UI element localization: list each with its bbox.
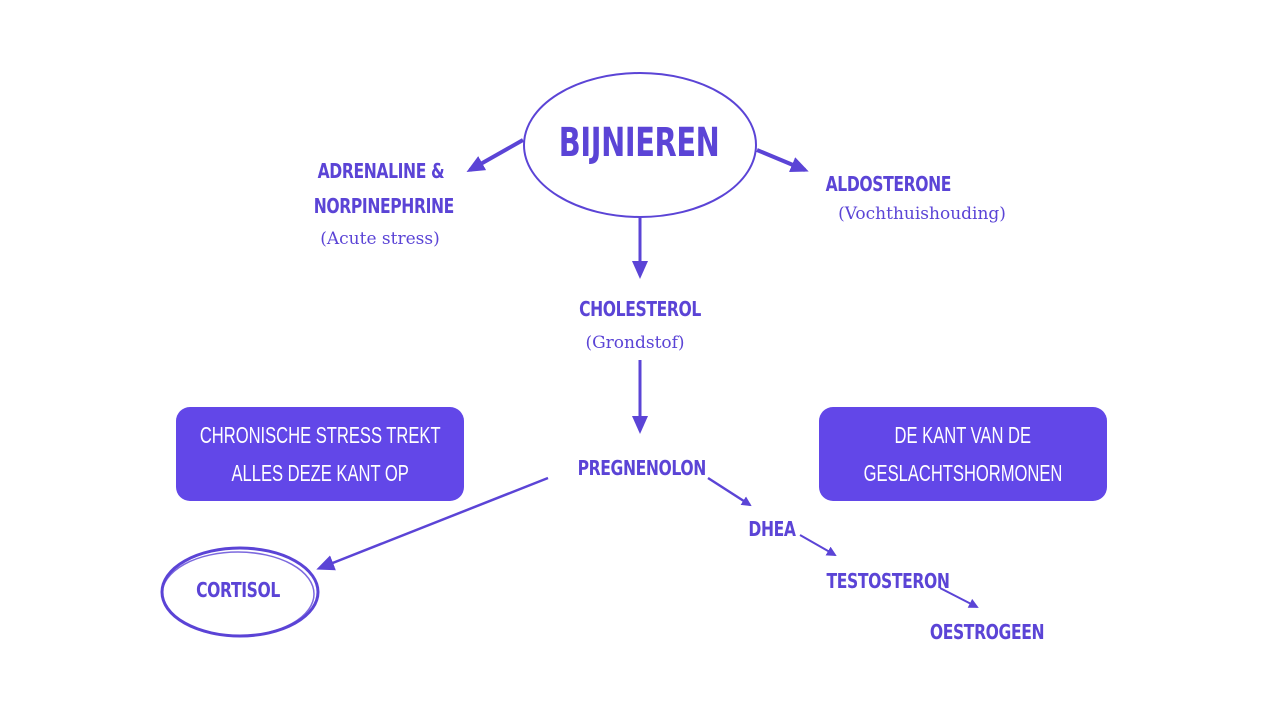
pregnenolon-label: PREGNENOLON [577,456,707,480]
chronic-stress-line2: ALLES DEZE KANT OP [231,460,409,486]
oestrogeen-label: OESTROGEEN [929,620,1045,644]
arrow-to-cortisol [316,476,549,571]
arrow-to-adrenaline [466,138,524,172]
arrow-to-testosteron [799,534,837,556]
adrenaline-label-line2: NORPINEPHRINE [313,194,455,218]
title-bijnieren: BIJNIEREN [558,120,720,166]
adrenaline-note: (Acute stress) [320,229,440,249]
aldosterone-note: (Vochthuishouding) [838,204,1006,224]
cholesterol-label: CHOLESTEROL [579,297,701,321]
testosteron-label: TESTOSTERON [826,569,950,593]
bijnieren-ellipse [523,72,757,218]
sex-hormones-line2: GESLACHTSHORMONEN [863,460,1063,486]
chronic-stress-box: CHRONISCHE STRESS TREKT ALLES DEZE KANT … [176,407,464,501]
chronic-stress-line1: CHRONISCHE STRESS TREKT [199,422,441,448]
sex-hormones-box: DE KANT VAN DE GESLACHTSHORMONEN [819,407,1107,501]
cholesterol-note: (Grondstof) [585,333,685,353]
aldosterone-label: ALDOSTERONE [825,172,952,196]
cortisol-label: CORTISOL [196,578,280,602]
arrow-to-oestrogeen [939,587,979,608]
dhea-label: DHEA [748,517,796,541]
arrow-to-aldosterone [756,148,809,172]
sex-hormones-line1: DE KANT VAN DE [894,422,1032,448]
adrenaline-label-line1: ADRENALINE & [317,159,445,183]
arrow-to-dhea [707,476,752,507]
